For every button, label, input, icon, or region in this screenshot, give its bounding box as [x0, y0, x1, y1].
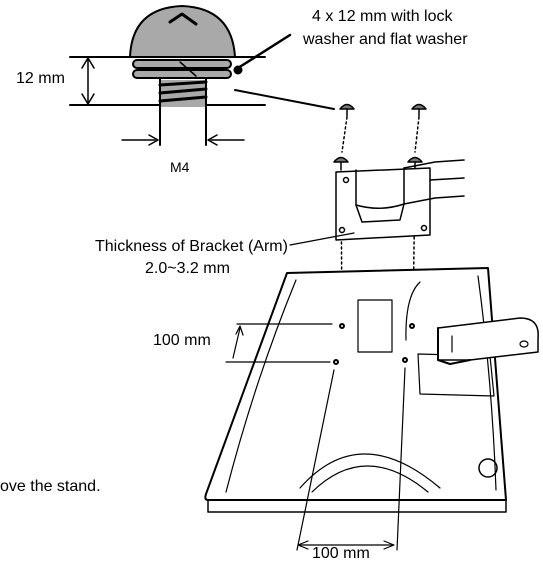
stand-arm-icon: [437, 317, 539, 365]
screw-length-label: 12 mm: [16, 70, 65, 87]
screw-spec-line2: washer and flat washer: [303, 31, 468, 48]
vertical-spacing-label: 100 mm: [153, 332, 211, 349]
bracket-thickness-line2: 2.0~3.2 mm: [145, 260, 230, 277]
screw-spec-line1: 4 x 12 mm with lock: [312, 8, 453, 25]
screw-detail-icon: [69, 5, 335, 146]
thread-size-label: M4: [170, 159, 190, 175]
cropped-caption: ove the stand.: [0, 478, 101, 495]
bracket-thickness-line1: Thickness of Bracket (Arm): [95, 238, 288, 255]
vertical-spacing-dimension: [225, 323, 333, 363]
horizontal-spacing-dimension: [296, 367, 406, 551]
bracket-icon: [335, 159, 465, 241]
horizontal-spacing-label: 100 mm: [312, 545, 370, 562]
monitor-back-icon: [204, 267, 507, 513]
